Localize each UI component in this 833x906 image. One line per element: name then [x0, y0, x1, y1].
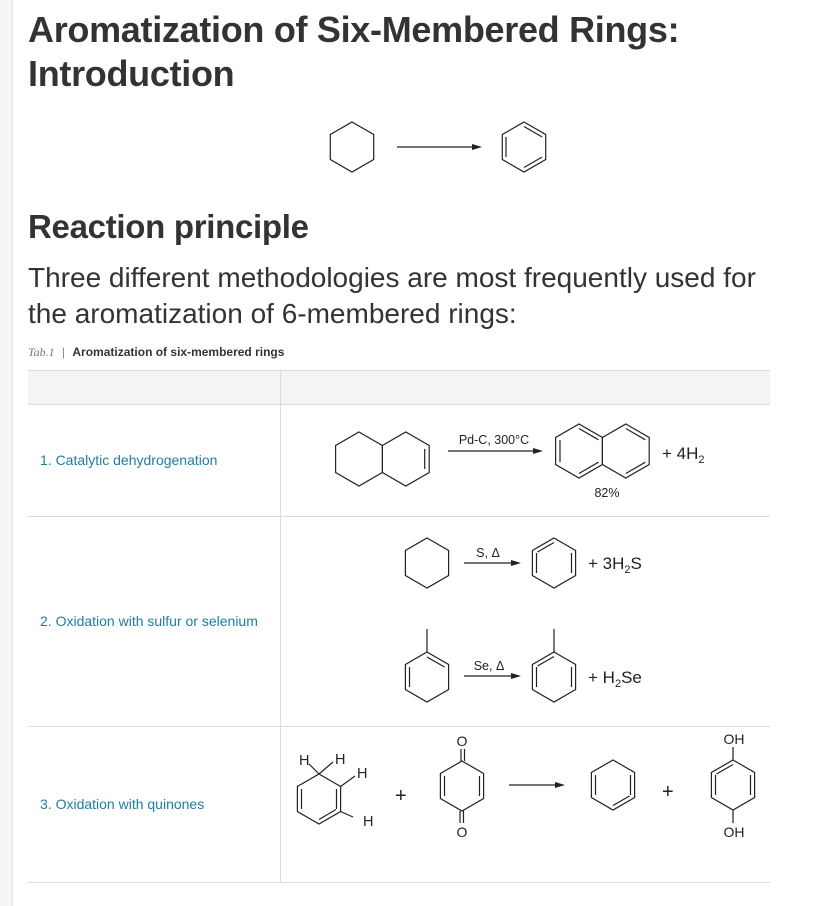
reaction-arrow: [397, 144, 482, 150]
left-border: [0, 0, 13, 906]
caption-separator: |: [61, 345, 66, 359]
byproduct-text: + 4H: [662, 444, 698, 463]
header-cell: [28, 370, 281, 405]
dehydrogenation-scheme: Pd-C, 300°C + 4H2 82%: [334, 423, 705, 500]
cyclohexadiene-structure: [296, 761, 356, 825]
byproduct-text: S: [631, 554, 642, 573]
section-heading: Reaction principle: [28, 208, 309, 245]
plus-sign: +: [662, 781, 674, 803]
reaction-cell: Pd-C, 300°C + 4H2 82%: [280, 404, 770, 517]
method-cell: 2. Oxidation with sulfur or selenium: [28, 516, 281, 727]
byproduct-h2s: + 3H2S: [588, 554, 642, 576]
benzene-structure: [501, 121, 547, 173]
cyclohexane-structure: [329, 121, 375, 173]
method-label: 3. Oxidation with quinones: [40, 795, 205, 812]
hero-reaction-scheme: [329, 121, 547, 173]
reaction-arrow: [464, 560, 521, 566]
table-header-row: [28, 370, 770, 405]
byproduct-h2se: + H2Se: [588, 668, 642, 690]
atom-label-oh: OH: [724, 731, 745, 747]
table-row: 3. Oxidation with quinones: [28, 726, 770, 883]
octahydronaphthalene-structure: [334, 431, 430, 487]
table-row: 1. Catalytic dehydrogenation: [28, 404, 770, 517]
reaction-conditions: Se, Δ: [474, 659, 505, 673]
byproduct-text: + 3H: [588, 554, 624, 573]
methylcyclohexadiene-structure: [404, 629, 450, 703]
reactions-table: 1. Catalytic dehydrogenation: [28, 370, 770, 883]
reaction-cell: S, Δ + 3H2S Se, Δ + H2Se: [280, 516, 770, 727]
atom-label-h: H: [363, 814, 373, 830]
benzene-structure: [531, 537, 577, 589]
method-cell: 3. Oxidation with quinones: [28, 726, 281, 883]
table-title: Aromatization of six-membered rings: [72, 345, 285, 359]
method-label: 1. Catalytic dehydrogenation: [40, 451, 218, 468]
reaction-arrow: [464, 673, 521, 679]
byproduct-subscript: 2: [698, 454, 704, 466]
reaction-arrow: [448, 448, 543, 454]
hydroquinone-structure: [710, 747, 756, 823]
header-cell: [280, 370, 770, 405]
reaction-arrow: [509, 782, 565, 788]
method-label: 2. Oxidation with sulfur or selenium: [40, 612, 258, 629]
reaction-cell: H H H H + O O + OH OH: [280, 726, 770, 883]
byproduct-h2: + 4H2: [662, 444, 705, 466]
naphthalene-structure: [555, 423, 650, 479]
byproduct-subscript: 2: [615, 678, 621, 690]
atom-label-h: H: [299, 753, 309, 769]
yield-label: 82%: [594, 486, 619, 500]
atom-label-h: H: [357, 766, 367, 782]
quinone-scheme: H H H H + O O + OH OH: [296, 731, 756, 840]
byproduct-text: Se: [621, 668, 642, 687]
atom-label-o: O: [457, 824, 468, 840]
byproduct-subscript: 2: [624, 564, 630, 576]
benzene-structure: [590, 759, 636, 811]
table-row: 2. Oxidation with sulfur or selenium: [28, 516, 770, 727]
atom-label-oh: OH: [724, 824, 745, 840]
benzoquinone-structure: [439, 749, 485, 823]
intro-text: Three different methodologies are most f…: [28, 262, 756, 329]
sulfur-selenium-scheme: S, Δ + 3H2S Se, Δ + H2Se: [404, 537, 642, 703]
atom-label-h: H: [335, 752, 345, 768]
page-title: Aromatization of Six-Membered Rings: Int…: [28, 9, 680, 94]
toluene-structure: [531, 629, 577, 703]
table-label: Tab.1: [28, 345, 55, 359]
plus-sign: +: [395, 785, 407, 807]
cyclohexane-structure: [404, 537, 450, 589]
reaction-conditions: Pd-C, 300°C: [459, 433, 529, 447]
atom-label-o: O: [457, 733, 468, 749]
table-caption: Tab.1 | Aromatization of six-membered ri…: [28, 345, 284, 360]
reaction-conditions: S, Δ: [476, 546, 500, 560]
byproduct-text: + H: [588, 668, 615, 687]
method-cell: 1. Catalytic dehydrogenation: [28, 404, 281, 517]
